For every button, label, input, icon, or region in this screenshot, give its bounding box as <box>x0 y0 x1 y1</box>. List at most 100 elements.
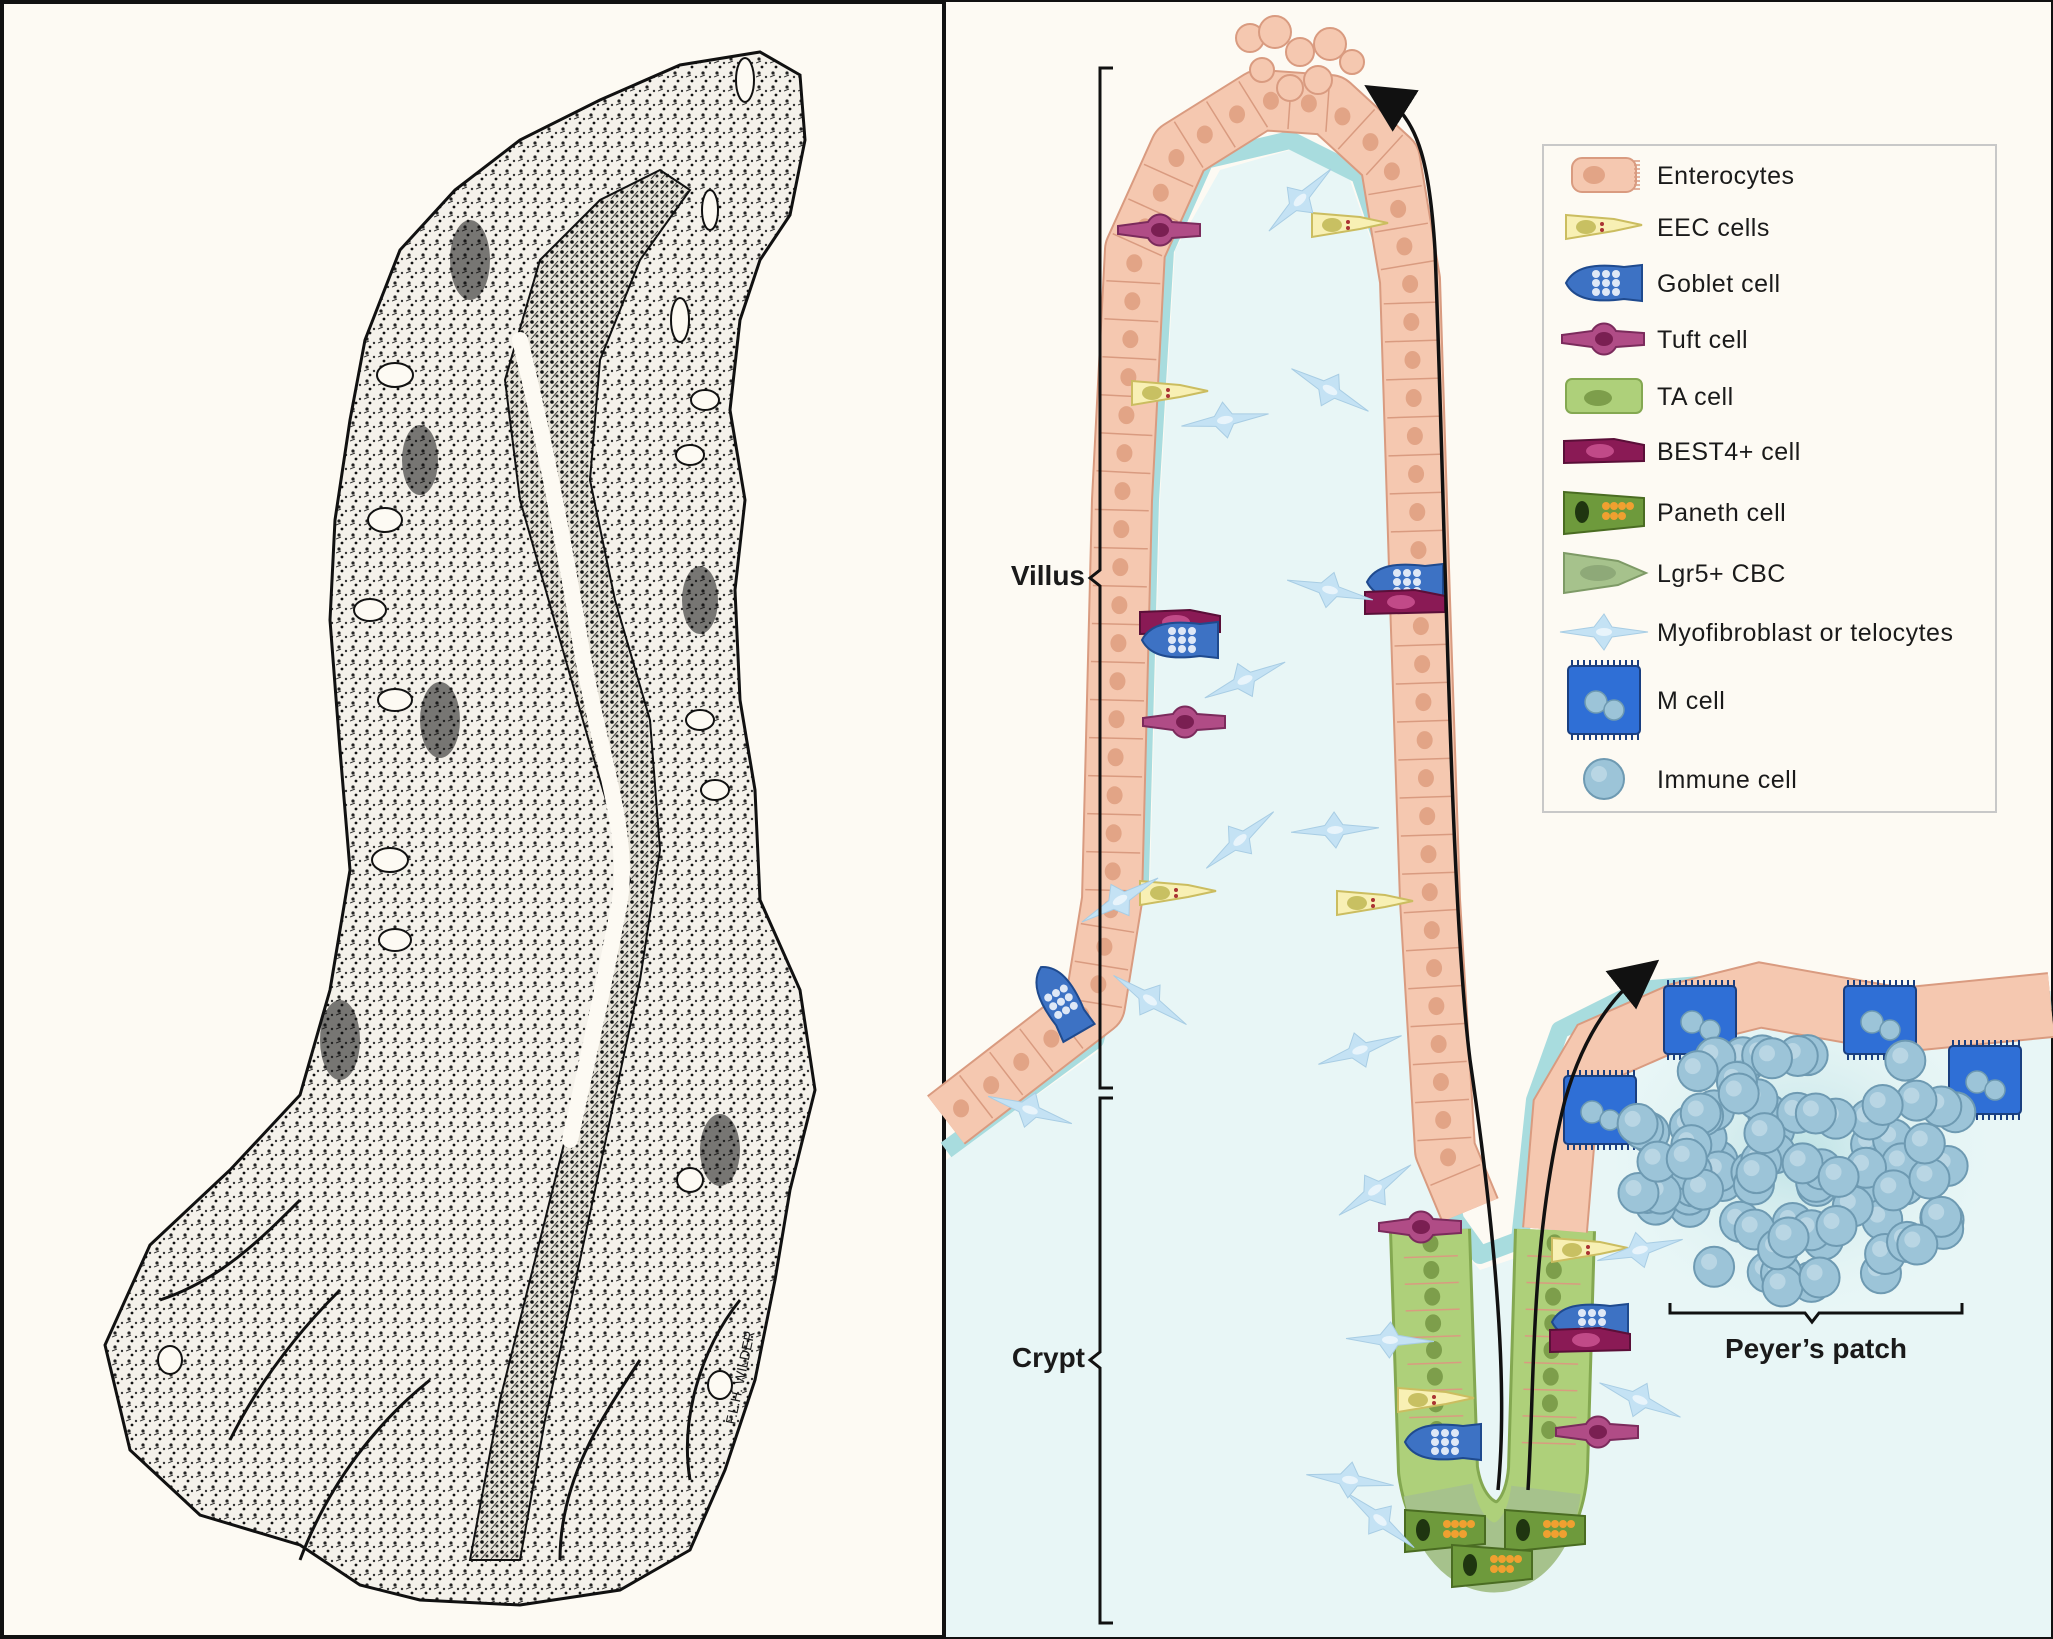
best4-cell-icon <box>1549 1326 1631 1354</box>
immune-cell <box>1767 1216 1810 1259</box>
cell-border <box>1386 377 1441 381</box>
cell-border <box>1406 1335 1461 1339</box>
cell-border <box>1088 774 1143 778</box>
legend-label: TA cell <box>1657 383 1734 411</box>
cell-nucleus <box>1423 1261 1440 1279</box>
villus-bracket <box>1087 66 1113 1090</box>
immune-cell <box>1717 1072 1760 1115</box>
myofibroblast-icon <box>1290 811 1380 849</box>
cell-border <box>1402 871 1457 875</box>
goblet-vacuoles <box>157 57 755 1400</box>
crypt-label: Crypt <box>1012 1342 1085 1373</box>
best4-cell-icon <box>1364 588 1446 616</box>
cell-nucleus <box>1043 1029 1060 1048</box>
cell-nucleus <box>1090 975 1107 994</box>
cell-nucleus <box>1426 1367 1443 1386</box>
cell-nucleus <box>1122 330 1139 349</box>
myofibroblast-icon <box>1181 401 1269 439</box>
villus-drawing-lacteal <box>512 332 630 1148</box>
cell-nucleus <box>1116 444 1133 463</box>
m-cell-icon <box>1843 980 1917 1060</box>
cell-nucleus <box>1110 634 1127 653</box>
cell-nucleus <box>1404 350 1421 369</box>
legend-label: EEC cells <box>1657 214 1770 242</box>
myofibroblasts <box>987 168 1683 1549</box>
legend-label: Paneth cell <box>1657 499 1786 527</box>
cell-border <box>1384 339 1439 343</box>
legend-item: Myofibroblast or telocytes <box>1559 613 1953 651</box>
immune-cell <box>1908 1157 1951 1200</box>
immune-cell <box>1750 1037 1793 1080</box>
cell-nucleus <box>1424 1287 1441 1306</box>
cell-nucleus <box>1108 710 1125 729</box>
crypt-drawing-lines <box>159 1198 742 1561</box>
cell-border <box>1380 259 1435 271</box>
cell-border <box>1405 1308 1460 1312</box>
legend-item: EEC cells <box>1565 213 1770 242</box>
cell-border <box>1404 1281 1459 1285</box>
cell-nucleus <box>1414 655 1431 674</box>
m-cell-icon <box>1567 660 1641 740</box>
legend-label: BEST4+ cell <box>1657 438 1801 466</box>
cell-border <box>1019 1028 1054 1073</box>
immune-cell-icon <box>1583 758 1625 800</box>
cell-nucleus <box>1435 1110 1452 1129</box>
cell-nucleus <box>1104 862 1121 881</box>
cell-border <box>1397 719 1452 723</box>
cell-nucleus <box>1118 406 1135 425</box>
cell-nucleus <box>1542 1367 1559 1386</box>
immune-cell <box>1817 1155 1860 1198</box>
cell-nucleus <box>1428 997 1445 1016</box>
cell-border <box>1395 681 1450 685</box>
cell-nucleus <box>1383 162 1400 181</box>
cell-border <box>1394 643 1449 647</box>
myofibroblast-icon <box>1204 661 1286 699</box>
cell-border <box>1368 184 1422 196</box>
cell-border <box>1405 946 1460 952</box>
cell-border <box>1387 415 1442 419</box>
cell-nucleus <box>1168 149 1185 168</box>
cell-border <box>1173 121 1204 168</box>
cell-nucleus <box>1229 105 1246 124</box>
schematic-diagram: Villus Crypt Peyer’s patch EnterocytesEE… <box>927 2 2053 1637</box>
immune-cell <box>1896 1223 1939 1266</box>
cell-nucleus <box>1109 672 1126 691</box>
myofibroblast-icon <box>1345 1321 1435 1359</box>
tuft-cell-icon <box>1555 1415 1639 1449</box>
cell-nucleus <box>1396 237 1413 256</box>
legend-item: Immune cell <box>1583 758 1797 800</box>
shedding-cells <box>1235 15 1365 102</box>
cell-border <box>1407 1361 1462 1365</box>
paneth-cell-icon <box>1563 490 1645 536</box>
immune-cell <box>1781 1142 1824 1185</box>
legend-label: Tuft cell <box>1657 326 1748 354</box>
cell-border <box>1365 134 1404 176</box>
cell-nucleus <box>1403 312 1420 331</box>
cell-nucleus <box>1390 199 1407 218</box>
cell-border <box>1089 736 1144 740</box>
cell-nucleus <box>1423 921 1440 940</box>
cell-border <box>1400 833 1455 837</box>
cell-nucleus <box>1124 292 1141 311</box>
cell-nucleus <box>1419 807 1436 826</box>
lgr5-cbc-icon <box>1563 551 1649 595</box>
ta-cell-icon <box>1565 378 1643 414</box>
immune-cell <box>1815 1205 1858 1248</box>
cell-nucleus <box>1300 94 1317 113</box>
immune-cell <box>1920 1195 1963 1238</box>
cell-nucleus <box>1111 596 1128 615</box>
cell-nucleus <box>1440 1148 1457 1167</box>
legend-item: M cell <box>1567 660 1725 740</box>
peyers-patch-bracket <box>1668 1303 1964 1325</box>
myofibroblast-icon <box>1338 1164 1412 1216</box>
cell-border <box>1383 301 1438 305</box>
cell-border <box>1080 922 1135 934</box>
cell-border <box>1403 1255 1458 1259</box>
cell-nucleus <box>1545 1287 1562 1306</box>
legend-label: Myofibroblast or telocytes <box>1657 619 1953 647</box>
myofibroblast-icon <box>1268 168 1332 232</box>
immune-cell <box>1903 1122 1946 1165</box>
cell-border <box>1093 546 1148 550</box>
